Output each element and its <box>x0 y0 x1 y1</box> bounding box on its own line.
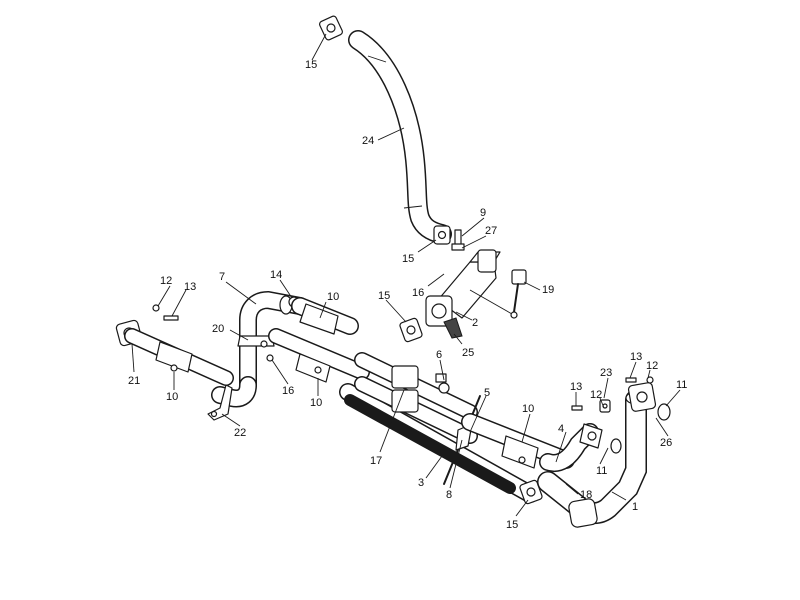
callout-labels: 15 24 9 27 15 16 19 15 2 25 12 13 7 14 1… <box>128 59 687 531</box>
leader-lines <box>131 33 681 517</box>
bolt-12-13-left <box>152 304 179 321</box>
callout-23: 23 <box>600 367 612 379</box>
left-tube-section <box>124 328 234 386</box>
callout-14: 14 <box>270 269 282 281</box>
callout-17: 17 <box>370 455 382 467</box>
tube-mid-left <box>266 328 370 383</box>
callout-22: 22 <box>234 427 246 439</box>
clamp-20 <box>237 335 275 348</box>
callout-21: 21 <box>128 375 140 387</box>
callout-15: 15 <box>378 290 390 302</box>
callout-15: 15 <box>305 59 317 71</box>
callout-13: 13 <box>630 351 642 363</box>
callout-27: 27 <box>485 225 497 237</box>
valve-assembly-17 <box>354 352 478 444</box>
bracket-19 <box>469 269 527 319</box>
callout-12: 12 <box>590 389 602 401</box>
callout-15: 15 <box>402 253 414 265</box>
callout-6: 6 <box>436 349 442 361</box>
flange-15-center <box>399 317 423 343</box>
coupling-10-upper-left <box>291 297 359 335</box>
callout-16: 16 <box>282 385 294 397</box>
callout-19: 19 <box>542 284 554 296</box>
bracket-22 <box>207 384 233 421</box>
callout-12: 12 <box>160 275 172 287</box>
flange-26 <box>627 382 657 412</box>
callout-1: 1 <box>632 501 638 513</box>
elbow-7 <box>211 290 309 408</box>
callout-2: 2 <box>472 317 478 329</box>
pipe-3 <box>339 383 539 503</box>
callout-5: 5 <box>484 387 490 399</box>
manifold-2 <box>425 249 501 339</box>
callout-13: 13 <box>184 281 196 293</box>
clamp-15-mid <box>433 225 451 245</box>
callout-9: 9 <box>480 207 486 219</box>
callout-8: 8 <box>446 489 452 501</box>
clamp-15-top <box>319 15 343 41</box>
callout-12: 12 <box>646 360 658 372</box>
bolt-9 <box>451 229 465 251</box>
callout-10: 10 <box>327 291 339 303</box>
callout-7: 7 <box>219 271 225 283</box>
callout-3: 3 <box>418 477 424 489</box>
callout-10: 10 <box>310 397 322 409</box>
hose-24 <box>348 30 452 244</box>
callout-25: 25 <box>462 347 474 359</box>
callout-4: 4 <box>558 423 564 435</box>
callout-20: 20 <box>212 323 224 335</box>
callout-11: 11 <box>596 465 607 477</box>
callout-10: 10 <box>166 391 178 403</box>
callout-18: 18 <box>580 489 592 501</box>
callout-24: 24 <box>362 135 374 147</box>
callout-13: 13 <box>570 381 582 393</box>
oring-11-right <box>657 403 671 421</box>
callout-11: 11 <box>676 379 687 391</box>
callout-10: 10 <box>522 403 534 415</box>
callout-26: 26 <box>660 437 672 449</box>
callout-16: 16 <box>412 287 424 299</box>
oring-11-mid <box>610 438 622 454</box>
elbow-4 <box>539 423 603 472</box>
callout-15: 15 <box>506 519 518 531</box>
